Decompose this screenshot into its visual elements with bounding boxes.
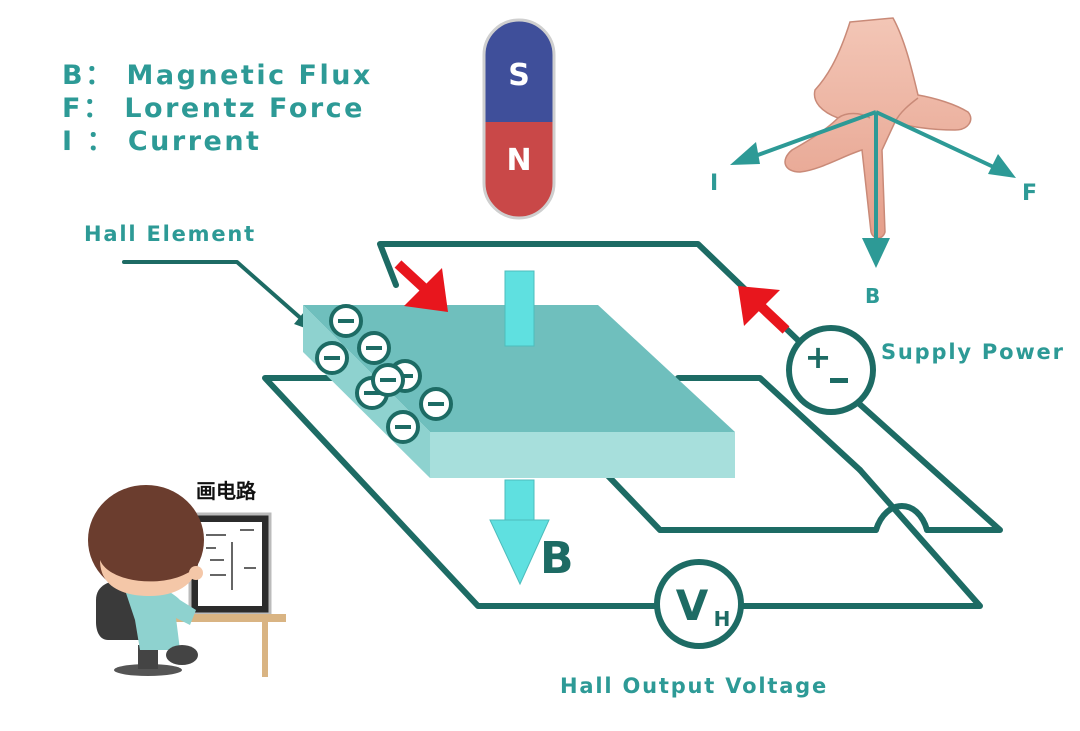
voltmeter: V H bbox=[654, 559, 744, 649]
current-out-arrowhead bbox=[738, 286, 780, 326]
legend: B： Magnetic Flux F： Lorentz Force I ： Cu… bbox=[62, 60, 373, 157]
electron bbox=[386, 410, 420, 444]
supply-plus-symbol: + bbox=[805, 338, 832, 376]
flux-label: B bbox=[540, 533, 574, 584]
current-in-arrowhead bbox=[404, 268, 448, 312]
slab-right-wire bbox=[585, 452, 879, 533]
supply-power-label: Supply Power bbox=[881, 340, 1065, 364]
flux-arrowhead bbox=[862, 238, 890, 268]
voltmeter-h: H bbox=[714, 607, 731, 631]
current-arrows bbox=[394, 260, 790, 334]
vector-force-label: F bbox=[1022, 181, 1037, 206]
output-loop-right-wire bbox=[739, 467, 983, 609]
flux-arrow bbox=[489, 270, 550, 586]
mascot-illustration bbox=[88, 485, 286, 677]
electron bbox=[371, 363, 405, 397]
supply-minus-symbol bbox=[830, 378, 848, 383]
supply-power-source: + bbox=[786, 325, 876, 415]
slab-right-top-wire bbox=[675, 375, 863, 473]
watermark-text: 画电路 bbox=[196, 479, 257, 503]
supply-return-wire bbox=[852, 397, 1003, 533]
output-loop-wire bbox=[262, 375, 658, 609]
magnet-north-label: N bbox=[506, 143, 531, 178]
hall-element-pointer bbox=[122, 260, 307, 324]
bar-magnet: S N bbox=[482, 18, 556, 220]
voltmeter-v: V bbox=[676, 581, 709, 630]
legend-flux: B： Magnetic Flux bbox=[62, 60, 373, 91]
force-arrowhead bbox=[988, 154, 1016, 178]
hand-vector-arrows: I F B bbox=[710, 110, 1037, 308]
electron-cluster bbox=[315, 304, 453, 444]
wire-crossover bbox=[873, 503, 930, 533]
current-arrowhead bbox=[730, 142, 760, 165]
electron bbox=[329, 304, 363, 338]
electron bbox=[357, 331, 391, 365]
magnet-south-label: S bbox=[508, 58, 530, 93]
hall-output-voltage-label: Hall Output Voltage bbox=[560, 674, 828, 698]
electron bbox=[419, 387, 453, 421]
legend-current: I ： Current bbox=[62, 126, 261, 157]
vector-current-label: I bbox=[710, 171, 718, 196]
legend-force: F： Lorentz Force bbox=[62, 93, 365, 124]
vector-flux-label: B bbox=[865, 284, 880, 308]
hall-element-label: Hall Element bbox=[84, 222, 256, 246]
electron bbox=[315, 341, 349, 375]
